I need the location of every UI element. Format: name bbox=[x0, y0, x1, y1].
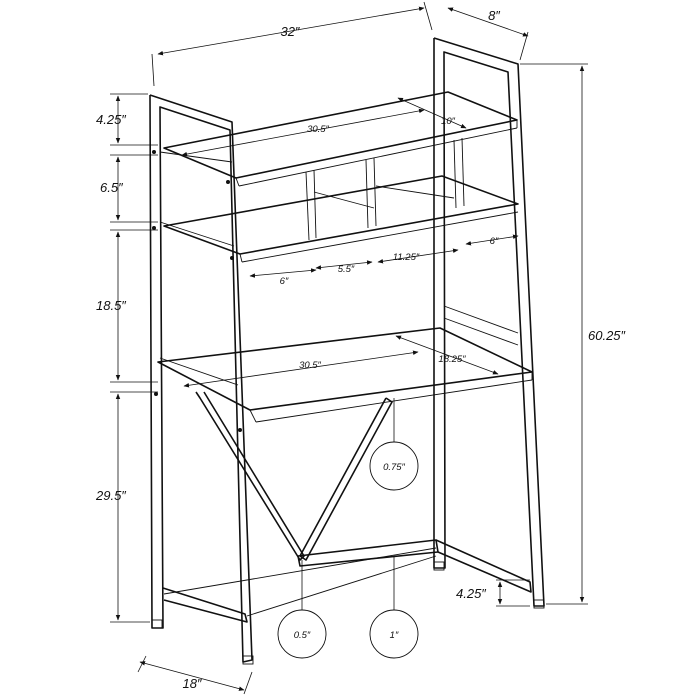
dimension-lines bbox=[110, 1, 588, 695]
tube-large-label: 1″ bbox=[390, 630, 399, 641]
cubby-3-label: 11.25″ bbox=[393, 252, 420, 263]
x-brace bbox=[195, 391, 305, 561]
bottom-stretcher-left bbox=[162, 587, 248, 623]
desk-width-label: 30.5″ bbox=[299, 360, 321, 371]
tube-medium-label: 0.75″ bbox=[383, 462, 405, 473]
desk-frame-drawing bbox=[149, 37, 545, 665]
top-shelf-width-label: 30.5″ bbox=[307, 124, 329, 135]
overall-width-label: 32″ bbox=[280, 24, 299, 39]
tube-callout-large bbox=[369, 609, 419, 659]
desk-height-label: 29.5″ bbox=[95, 488, 126, 503]
tube-small-label: 0.5″ bbox=[294, 630, 311, 641]
top-shelf-depth-label: 10″ bbox=[441, 116, 456, 127]
cubby-2-label: 5.5″ bbox=[338, 264, 355, 275]
dimension-labels: 32″ 8″ 60.25″ 4.25″ 6.5″ 18.5″ 29.5″ 4.2… bbox=[95, 8, 626, 691]
cubby-4-label: 6″ bbox=[490, 236, 499, 247]
desk-surface bbox=[157, 327, 533, 411]
cubby-1-label: 6″ bbox=[280, 276, 289, 287]
bottom-stretcher-right bbox=[435, 539, 532, 593]
desk-depth-label: 18.25″ bbox=[438, 354, 466, 365]
foot-height-label: 4.25″ bbox=[456, 586, 486, 601]
tube-callout-medium bbox=[369, 441, 419, 491]
overall-depth-label: 8″ bbox=[488, 8, 500, 23]
top-gap-label: 4.25″ bbox=[96, 112, 126, 127]
x-brace-2 bbox=[299, 397, 393, 561]
desk-gap-label: 18.5″ bbox=[96, 298, 126, 313]
middle-shelf bbox=[163, 175, 519, 255]
right-rear-frame bbox=[433, 37, 545, 607]
overall-height-label: 60.25″ bbox=[588, 328, 626, 343]
hutch-gap-label: 6.5″ bbox=[100, 180, 123, 195]
base-depth-label: 18″ bbox=[182, 676, 201, 691]
tube-callout-small bbox=[277, 609, 327, 659]
